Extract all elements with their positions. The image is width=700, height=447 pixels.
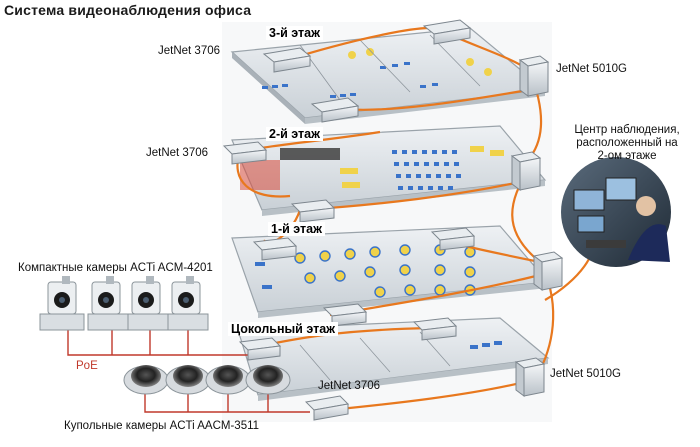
monitoring-center-photo — [561, 157, 671, 267]
switch-5010g-lower[interactable] — [514, 357, 546, 397]
diagram-title: Система видеонаблюдения офиса — [4, 2, 252, 18]
switch-3706-floor3-b[interactable] — [422, 19, 472, 45]
switch-3706-floor2[interactable] — [222, 141, 268, 165]
poe-links — [67, 330, 310, 413]
compact-cameras-label: Компактные камеры ACTi ACM-4201 — [18, 262, 213, 274]
switch-label-basement: JetNet 3706 — [318, 380, 381, 392]
switch-3706-floor3-c[interactable] — [310, 97, 360, 123]
switch-3706-floor2-b[interactable] — [290, 199, 336, 223]
monitoring-center-line3: 2-ом этаже — [597, 150, 657, 162]
monitoring-center-line2: расположенный на — [576, 137, 678, 149]
monitoring-center-line1: Центр наблюдения, — [574, 124, 680, 136]
switch-label-upper-backbone: JetNet 5010G — [556, 63, 627, 75]
dome-camera-2[interactable] — [165, 365, 211, 395]
switch-3706-bottom[interactable] — [304, 395, 350, 421]
floor-label-1: 1-й этаж — [268, 222, 325, 236]
switch-5010g-upper[interactable] — [518, 55, 550, 97]
switch-3706-basement-c[interactable] — [238, 337, 282, 361]
dome-camera-4[interactable] — [245, 365, 291, 395]
floor-label-2: 2-й этаж — [266, 127, 323, 141]
switch-label-second-floor: JetNet 3706 — [146, 147, 209, 159]
switch-3706-basement-b[interactable] — [412, 317, 458, 341]
compact-camera-3[interactable] — [127, 276, 169, 331]
switch-3706-floor1[interactable] — [252, 237, 298, 261]
monitoring-center-label: Центр наблюдения, расположенный на 2-ом … — [556, 124, 698, 163]
poe-label: PoE — [76, 360, 98, 372]
switch-3706-floor3[interactable] — [262, 47, 312, 73]
switch-label-lower-backbone: JetNet 5010G — [550, 368, 621, 380]
dome-cameras-label: Купольные камеры ACTi AACM-3511 — [64, 420, 260, 432]
switch-5010g-floor2[interactable] — [510, 151, 542, 191]
switch-label-third-floor: JetNet 3706 — [158, 45, 221, 57]
floor-label-3: 3-й этаж — [266, 26, 323, 40]
switch-5010g-floor1[interactable] — [532, 251, 564, 291]
compact-camera-2[interactable] — [87, 276, 129, 331]
switch-3706-floor1-b[interactable] — [430, 227, 476, 251]
floor-label-basement: Цокольный этаж — [228, 322, 339, 336]
dome-camera-1[interactable] — [123, 365, 169, 395]
compact-camera-4[interactable] — [167, 276, 209, 331]
compact-camera-1[interactable] — [39, 276, 85, 331]
dome-camera-3[interactable] — [205, 365, 251, 395]
